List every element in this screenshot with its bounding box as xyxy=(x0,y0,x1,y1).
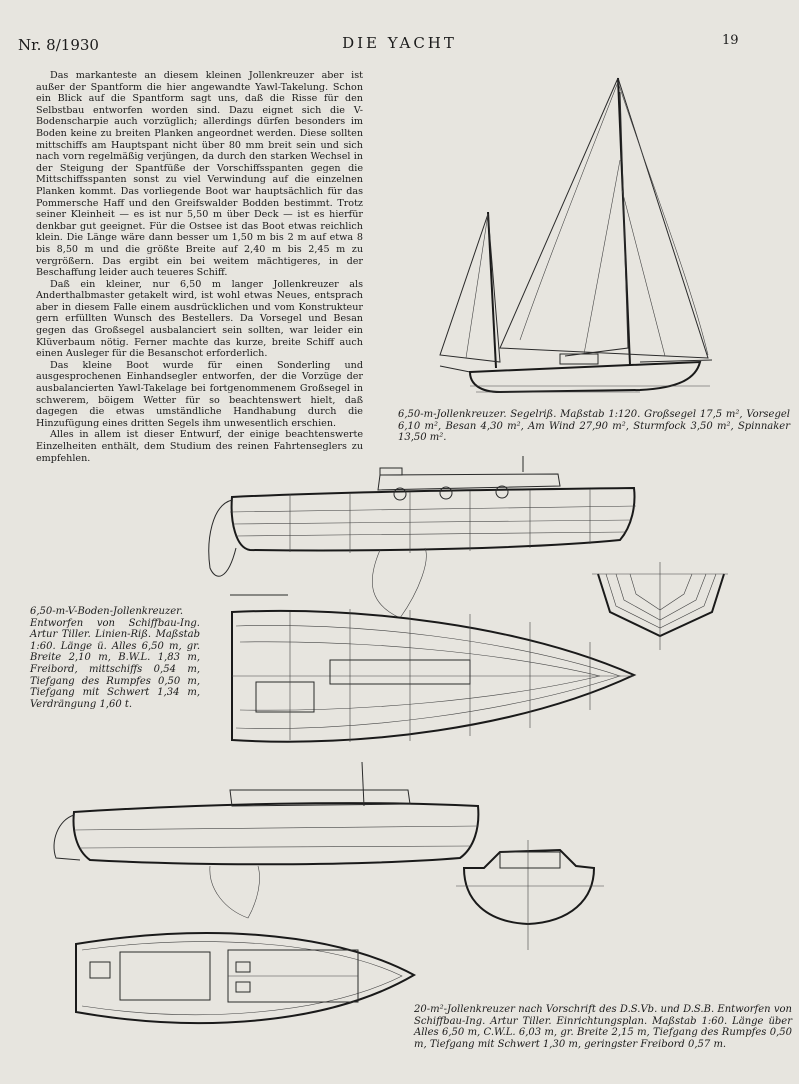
accommodation-plan-caption: 20-m²-Jollenkreuzer nach Vorschrift des … xyxy=(414,1004,792,1050)
paragraph: Daß ein kleiner, nur 6,50 m langer Jolle… xyxy=(36,278,363,360)
paragraph: Alles in allem ist dieser Entwurf, der e… xyxy=(36,429,363,464)
magazine-title: DIE YACHT xyxy=(342,34,457,52)
page-number: 19 xyxy=(722,33,739,48)
accommodation-plan xyxy=(75,932,417,1025)
sail-plan-caption: 6,50-m-Jollenkreuzer. Segelriß. Maßstab … xyxy=(398,409,790,444)
paragraph: Das markanteste an diesem kleinen Jollen… xyxy=(36,70,363,279)
paragraph: Das kleine Boot wurde für einen Sonderli… xyxy=(36,359,363,429)
accommodation-profile xyxy=(53,761,480,919)
lines-plan-caption: 6,50-m-V-Boden-Jollenkreuzer. Entworfen … xyxy=(30,606,200,710)
issue-number: Nr. 8/1930 xyxy=(18,36,99,54)
lines-plan-waterlines xyxy=(231,609,637,743)
accommodation-sections xyxy=(456,840,604,950)
body-plan-sections xyxy=(592,562,728,650)
lines-plan-profile xyxy=(208,456,637,619)
sail-plan-drawing xyxy=(439,77,713,394)
article-body: Das markanteste an diesem kleinen Jollen… xyxy=(36,70,363,464)
